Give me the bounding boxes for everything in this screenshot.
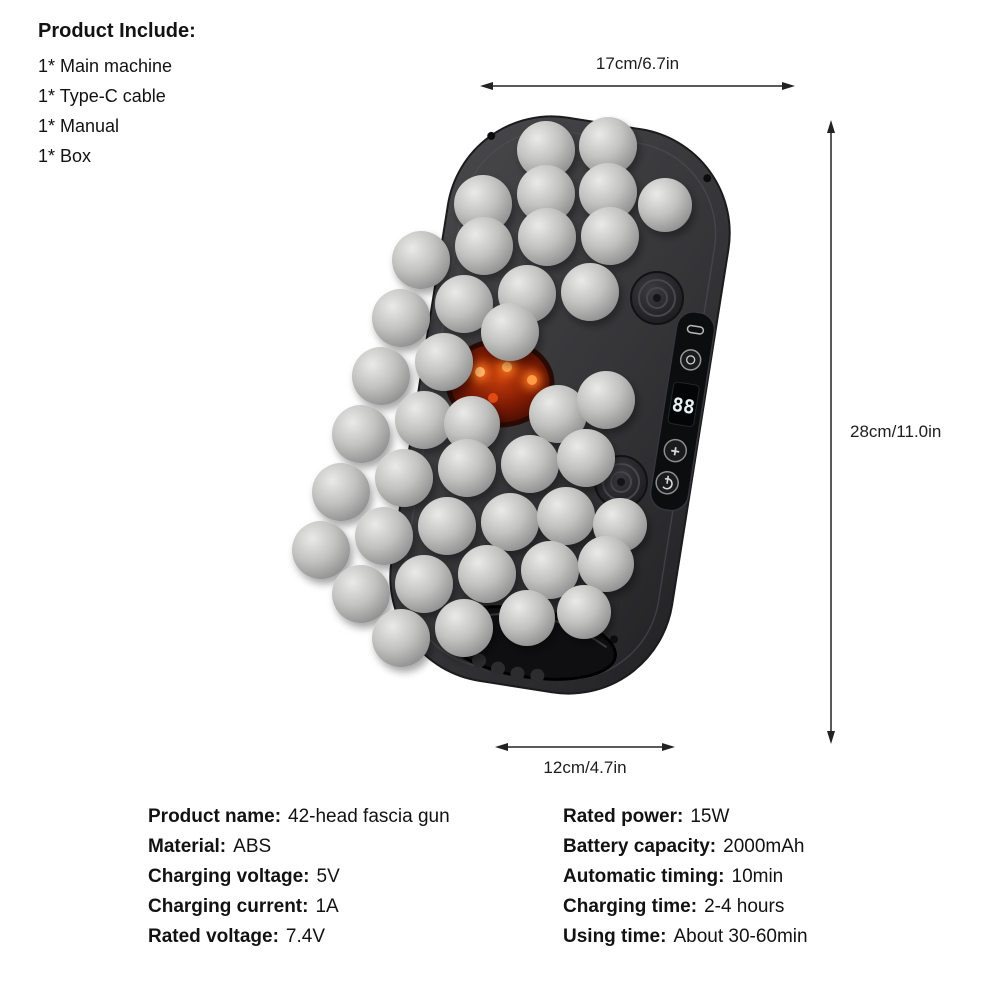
dimension-height: 28cm/11.0in [824,120,941,744]
mode-button-icon [679,349,702,371]
include-title: Product Include: [38,20,196,42]
dimension-depth-arrow [495,743,675,751]
spec-value: ABS [233,836,272,857]
include-item: 1* Box [38,146,92,166]
spec-label: Charging voltage: [148,866,310,887]
spec-row: Product name: 42-head fascia gun [148,802,563,832]
spec-value: 10min [731,866,784,887]
spec-label: Battery capacity: [563,836,717,857]
spec-label: Using time: [563,926,667,947]
spec-label: Rated power: [563,806,684,827]
spec-value: 2000mAh [723,836,805,857]
spec-value: About 30-60min [673,926,808,947]
spec-row: Rated voltage: 7.4V [148,922,563,952]
spec-value: 15W [690,806,730,827]
dimension-depth-label: 12cm/4.7in [543,758,627,777]
spec-label: Automatic timing: [563,866,725,887]
dimension-width-label: 17cm/6.7in [595,54,680,73]
spec-value: 2-4 hours [704,896,785,917]
spec-value: 7.4V [285,926,326,947]
spec-value: 1A [315,896,339,917]
spec-row: Material: ABS [148,832,563,862]
led-display: 88 [667,381,700,428]
spec-label: Charging current: [148,896,309,917]
spec-label: Rated voltage: [148,926,279,947]
spec-row: Battery capacity: 2000mAh [563,832,923,862]
spec-row: Charging voltage: 5V [148,862,563,892]
spec-column-right: Rated power: 15W Battery capacity: 2000mAh… [563,802,923,952]
spec-row: Charging time: 2-4 hours [563,892,923,922]
spec-value: 42-head fascia gun [288,806,450,827]
product-include-list: Product Include: 1* Main machine 1* Type… [38,20,196,171]
power-button-icon [655,470,679,495]
spec-row: Automatic timing: 10min [563,862,923,892]
spec-row: Charging current: 1A [148,892,563,922]
type-c-port-icon [686,324,705,335]
include-item: 1* Manual [38,116,120,136]
spec-label: Product name: [148,806,282,827]
dimension-height-label: 28cm/11.0in [850,422,942,441]
spec-label: Charging time: [563,896,698,917]
spec-row: Using time: About 30-60min [563,922,923,952]
foam-massage-balls [292,117,692,667]
fascia-gun-product-image: 88 + [292,115,731,695]
spec-label: Material: [148,836,227,857]
led-display-value: 88 [670,394,696,419]
dimension-width-arrow [480,82,795,90]
include-item: 1* Type-C cable [38,86,166,106]
include-item: 1* Main machine [38,56,173,76]
dimension-depth: 12cm/4.7in [495,740,675,778]
spec-value: 5V [316,866,340,887]
dimension-width: 17cm/6.7in [480,54,795,93]
control-panel: 88 + [649,311,716,512]
spec-row: Rated power: 15W [563,802,923,832]
svg-text:+: + [669,443,681,461]
spec-column-left: Product name: 42-head fascia gun Material… [148,802,563,952]
spec-table: Product name: 42-head fascia gun Material… [148,802,923,952]
dimension-height-arrow [827,120,835,744]
plus-button-icon: + [663,438,688,463]
